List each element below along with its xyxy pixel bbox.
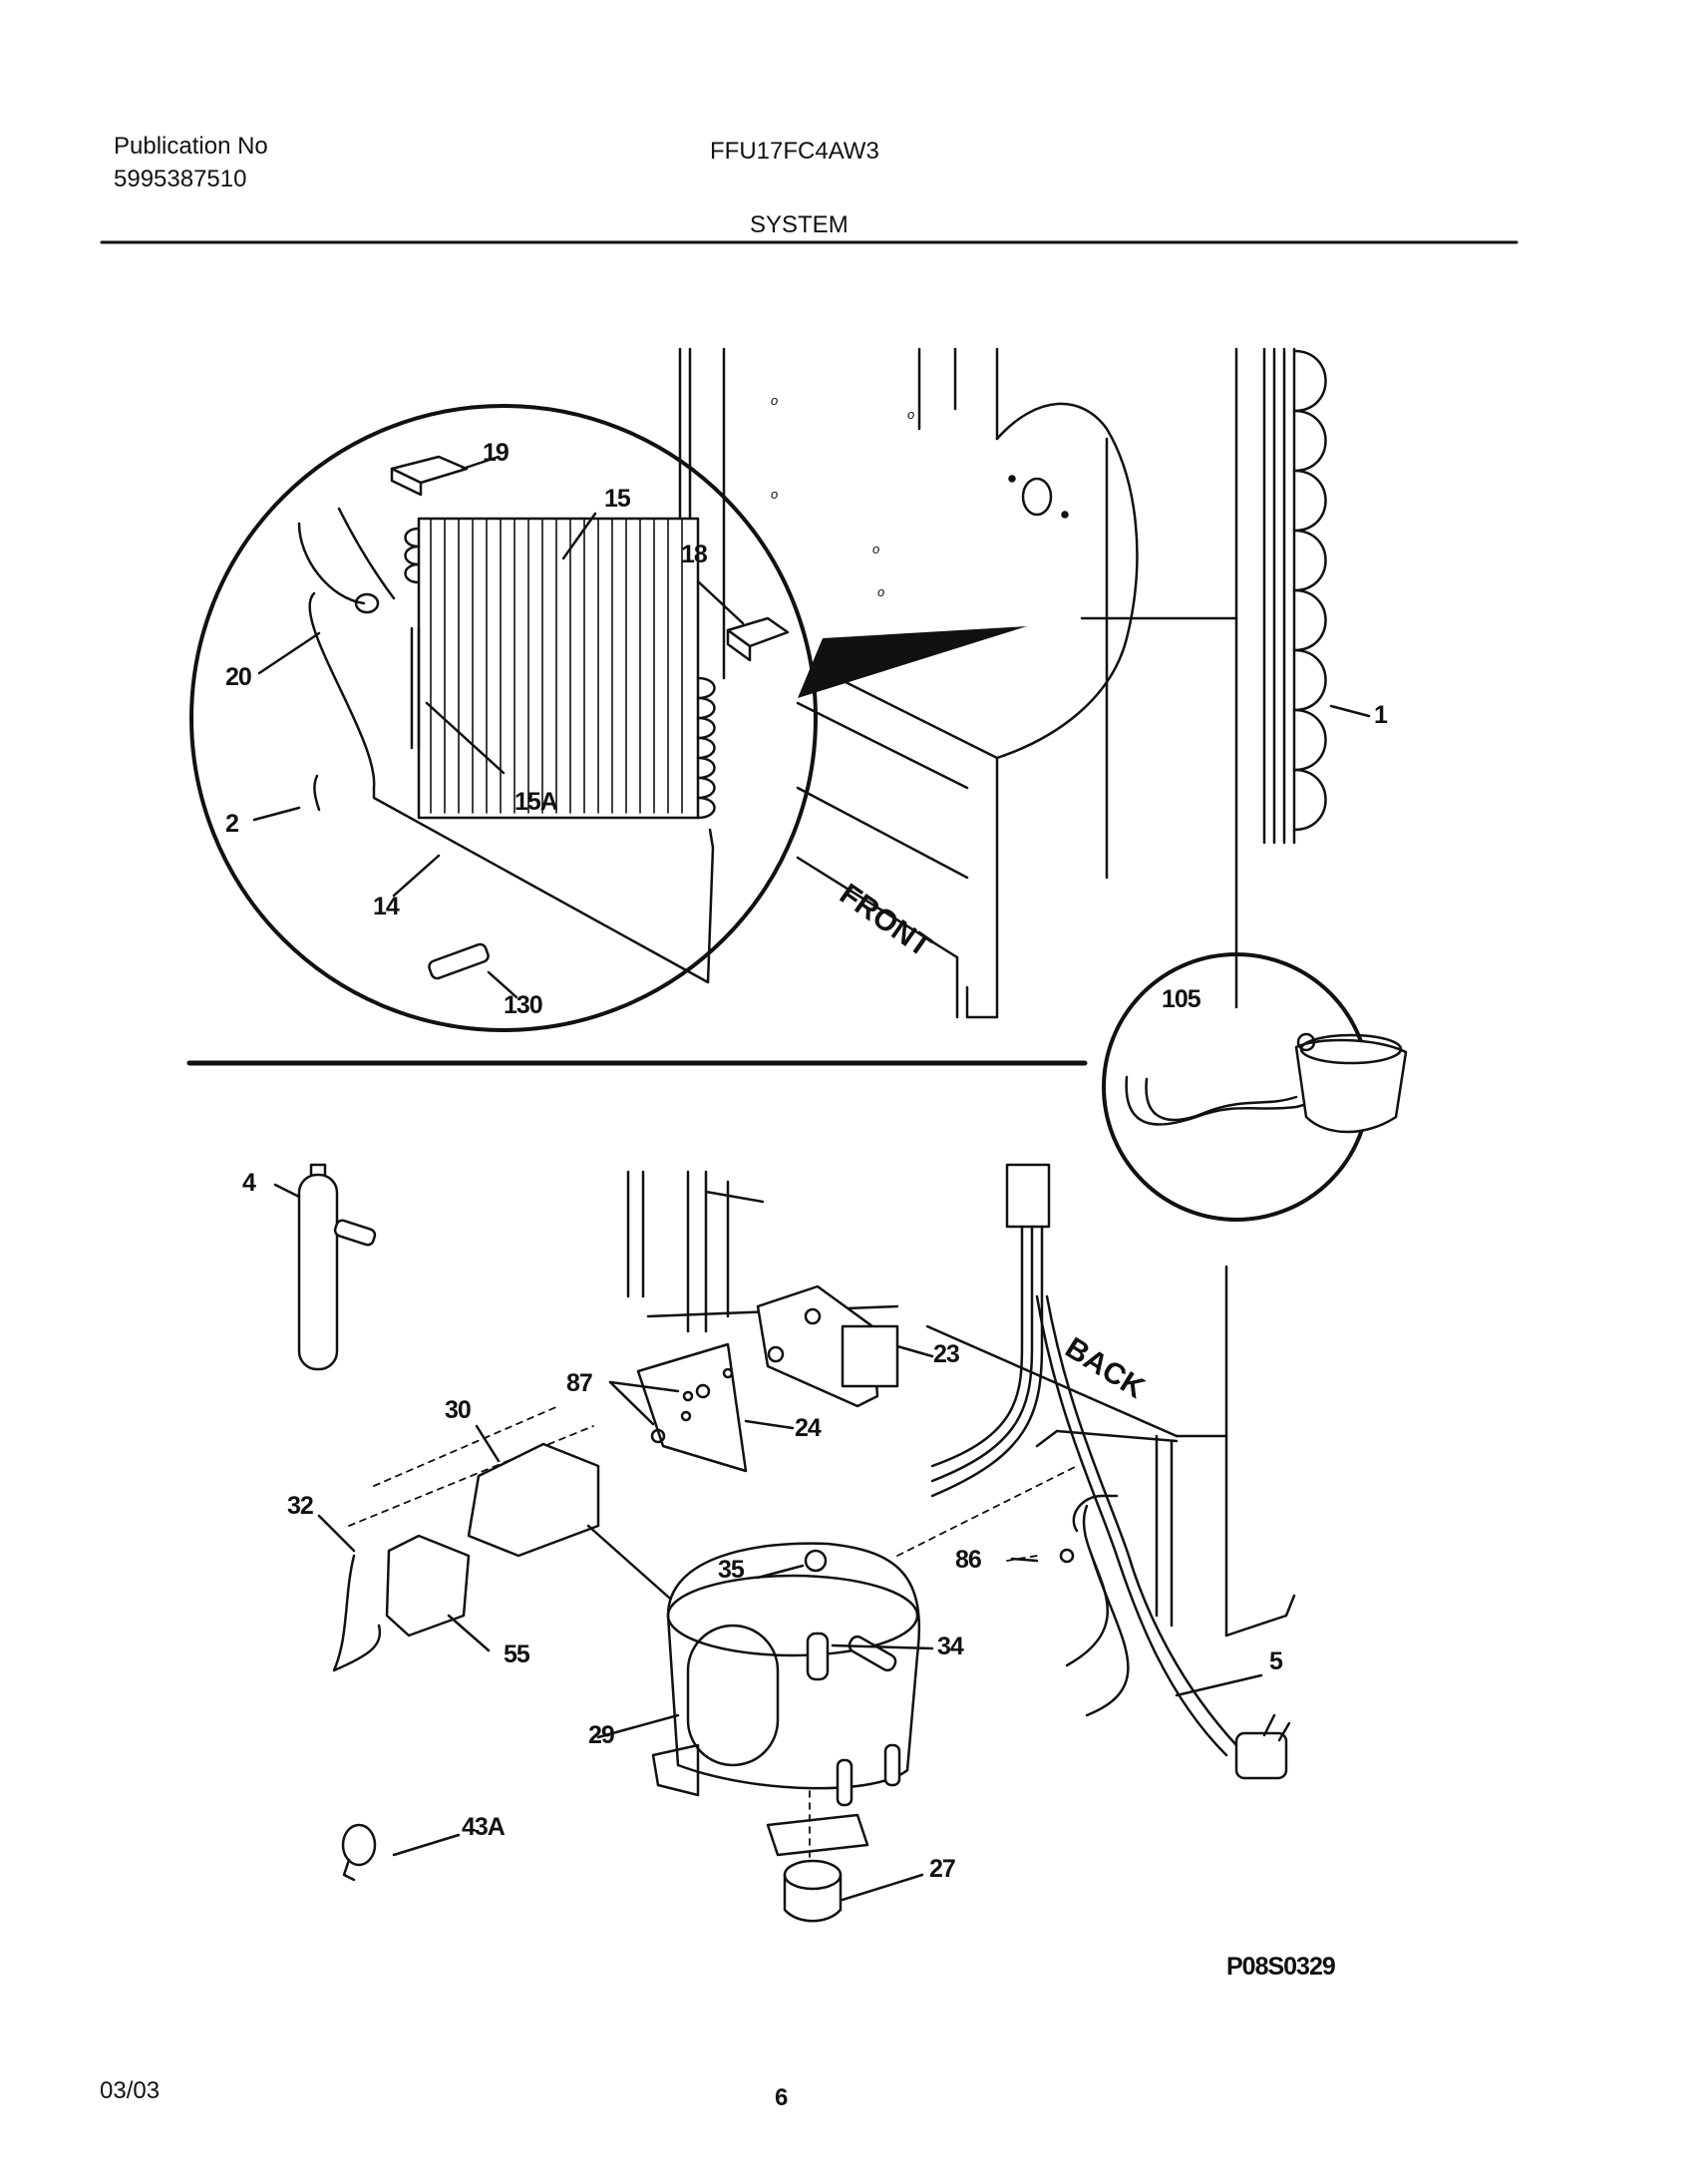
cabinet-lower [626,1170,1296,1637]
bracket-part-24 [636,1342,795,1473]
publication-number: 5995387510 [114,166,247,192]
wiring-harness [930,1163,1291,1780]
callout-30: 30 [445,1396,472,1424]
callout-29: 29 [588,1721,615,1749]
relay-part-30 [467,1424,680,1608]
model-number: FFU17FC4AW3 [710,138,879,165]
defrost-timer-part-23 [756,1284,934,1408]
callout-14: 14 [373,893,400,920]
page-number: 6 [775,2084,789,2111]
overload-part-55 [385,1534,491,1652]
evaporator-assembly [252,455,790,999]
callout-43a: 43A [462,1813,506,1841]
svg-text:o: o [907,407,914,422]
clamp-part-43a [341,1823,461,1882]
callout-23: 23 [933,1340,960,1368]
callout-27: 27 [929,1855,956,1883]
callout-130: 130 [504,991,543,1019]
ground-screw-part-86 [1010,1494,1119,1564]
publication-label: Publication No [114,133,268,160]
callout-20: 20 [225,663,252,691]
callout-4: 4 [242,1169,256,1197]
figure-id: P08S0329 [1226,1953,1336,1981]
callout-35: 35 [718,1556,745,1584]
callout-2: 2 [225,810,239,838]
svg-text:o: o [872,542,879,556]
section-title: SYSTEM [750,211,849,238]
callout-55: 55 [504,1640,530,1668]
callout-15a: 15A [514,788,558,816]
callout-19: 19 [483,439,510,467]
callout-34: 34 [937,1633,964,1660]
callout-5: 5 [1269,1647,1283,1675]
callout-87: 87 [566,1369,593,1397]
cabinet-upper: o o o o o [678,347,1238,1019]
condenser-coil [1262,347,1371,845]
grommet-part-34 [806,1632,830,1681]
evaporator-detail-circle [189,404,818,1032]
callout-24: 24 [795,1414,822,1442]
callout-18: 18 [681,541,708,568]
svg-text:o: o [771,393,778,408]
callout-105: 105 [1162,985,1201,1013]
callout-86: 86 [955,1546,982,1574]
callout-1: 1 [1374,701,1388,729]
svg-text:o: o [771,487,778,502]
footer-date: 03/03 [100,2077,161,2104]
svg-text:o: o [877,584,884,599]
part-105-bracket [1125,1032,1408,1134]
compressor-part-29 [596,1542,921,1857]
callout-32: 32 [287,1492,314,1520]
wire-part-32 [317,1514,382,1672]
grommet-part-27 [783,1859,924,1923]
screws-part-87 [608,1380,711,1444]
callout-15: 15 [604,485,631,513]
drier-part-4 [273,1163,377,1371]
screw-part-35 [804,1549,828,1573]
